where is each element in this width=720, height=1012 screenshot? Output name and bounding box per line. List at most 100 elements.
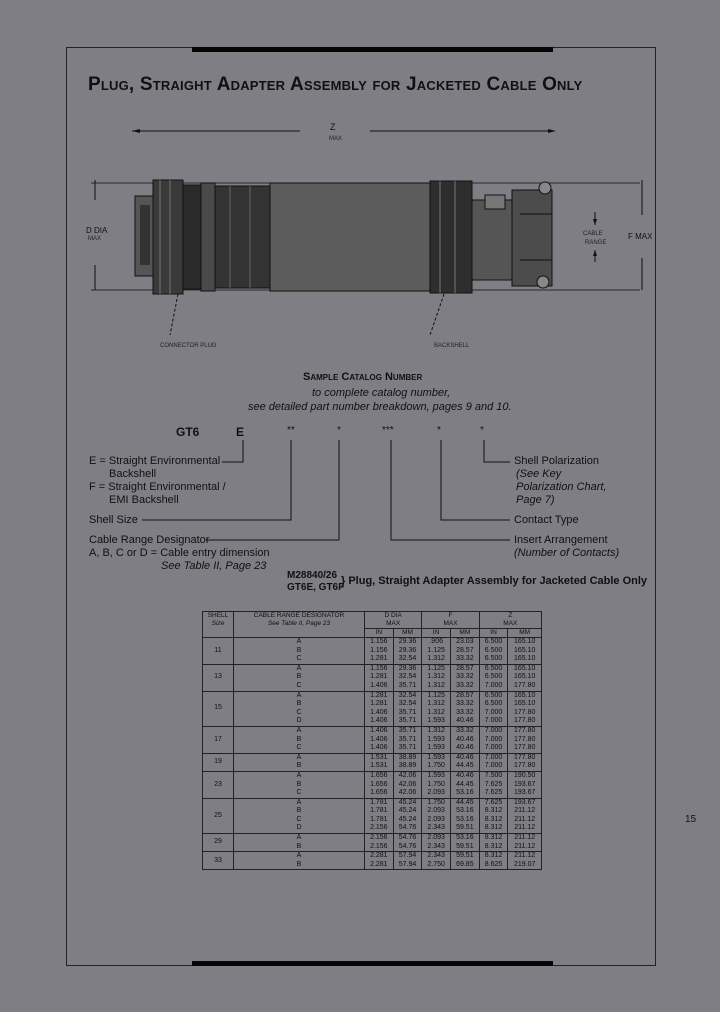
insert-arrangement-label: Insert Arrangement — [514, 534, 608, 546]
shell-size-cell: 25 — [202, 797, 234, 835]
table-value: 35.71 — [398, 681, 417, 689]
table-value: 1.406 — [370, 744, 388, 752]
z-mm-header: MM — [507, 628, 542, 638]
table-value: 44.45 — [456, 780, 474, 788]
d-mm-header: MM — [392, 628, 423, 638]
table-value: B — [296, 860, 302, 868]
table-value: 35.71 — [398, 744, 417, 752]
table-value: 7.625 — [484, 789, 503, 797]
table-value: 35.71 — [398, 726, 417, 734]
table-value: 8.625 — [484, 860, 503, 868]
table-value: 6.500 — [484, 655, 503, 663]
table-value: A — [296, 852, 302, 860]
table-value: B — [296, 780, 302, 788]
table-value: 53.16 — [456, 807, 474, 815]
table-value: 33.32 — [456, 655, 474, 663]
table-value: B — [296, 673, 302, 681]
table-value: A — [296, 664, 302, 672]
table-value: 7.625 — [484, 780, 503, 788]
table-value: 35.71 — [398, 708, 417, 716]
table-value: 1.656 — [370, 780, 388, 788]
table-value: 40.46 — [456, 753, 474, 761]
table-value: 35.71 — [398, 735, 417, 743]
table-value: 7.000 — [484, 753, 503, 761]
table-value: 40.46 — [456, 717, 474, 725]
table-value: 1.593 — [427, 753, 445, 761]
table-value: 6.500 — [484, 646, 503, 654]
table-value: 1.312 — [427, 700, 445, 708]
table-value: 1.656 — [370, 771, 388, 779]
table-value: 1.281 — [370, 673, 388, 681]
table-value: 6.500 — [484, 700, 503, 708]
table-value: 1.125 — [427, 664, 445, 672]
backshell-label: BACKSHELL — [434, 343, 470, 349]
table-value: 29.36 — [398, 638, 417, 645]
table-value: 177.80 — [513, 681, 536, 689]
d-in-header: IN — [364, 628, 394, 638]
table-value: 28.57 — [456, 664, 474, 672]
table-value: 53.16 — [456, 815, 474, 823]
table-value: 33.32 — [456, 700, 474, 708]
shell-size-cell: 29 — [202, 833, 234, 853]
table-value: B — [296, 842, 302, 850]
code-insert: *** — [382, 425, 394, 436]
table-value: 7.000 — [484, 744, 503, 752]
d-dia-label: D DIA — [86, 226, 108, 235]
table-value: .906 — [429, 638, 443, 645]
table-value: 69.85 — [456, 860, 474, 868]
table-value: D — [296, 717, 302, 725]
z-max-header: MAX — [503, 620, 518, 627]
table-value: 42.06 — [398, 771, 417, 779]
table-value: 1.312 — [427, 655, 445, 663]
table-value: 32.54 — [398, 700, 417, 708]
table-value: 33.32 — [456, 726, 474, 734]
d-header: D DIA — [384, 612, 402, 619]
table-value: A — [296, 771, 302, 779]
table-value: 1.406 — [370, 735, 388, 743]
z-in-header: IN — [478, 628, 509, 638]
table-value: 6.500 — [484, 691, 503, 699]
catalog-note-1: to complete catalog number, — [312, 387, 451, 399]
polarization-note-2: Polarization Chart, — [516, 481, 607, 493]
shell-size-cell: 23 — [202, 770, 234, 799]
table-value: 165.10 — [513, 673, 536, 681]
e-option-2: Backshell — [109, 468, 157, 480]
table-value: 1.312 — [427, 681, 445, 689]
table-value: 165.10 — [513, 664, 536, 672]
table-value: 54.76 — [398, 834, 417, 842]
f-header: F — [448, 612, 453, 619]
table-value: 32.54 — [398, 691, 417, 699]
table-value: 211.12 — [514, 842, 536, 850]
table-value: 8.312 — [484, 807, 503, 815]
cable-header-ref: See Table II, Page 23 — [267, 620, 331, 627]
table-value: 59.51 — [456, 852, 474, 860]
table-value: 165.10 — [513, 646, 536, 654]
table-value: 33.32 — [456, 681, 474, 689]
top-rule — [192, 47, 553, 52]
table-value: 1.406 — [370, 681, 388, 689]
table-value: 1.531 — [370, 762, 388, 770]
table-value: A — [296, 691, 302, 699]
table-value: 54.76 — [398, 842, 417, 850]
code-shell-size: ** — [287, 425, 295, 436]
table-value: 1.156 — [370, 646, 388, 654]
table-value: 1.593 — [427, 771, 445, 779]
table-value: C — [296, 681, 302, 689]
